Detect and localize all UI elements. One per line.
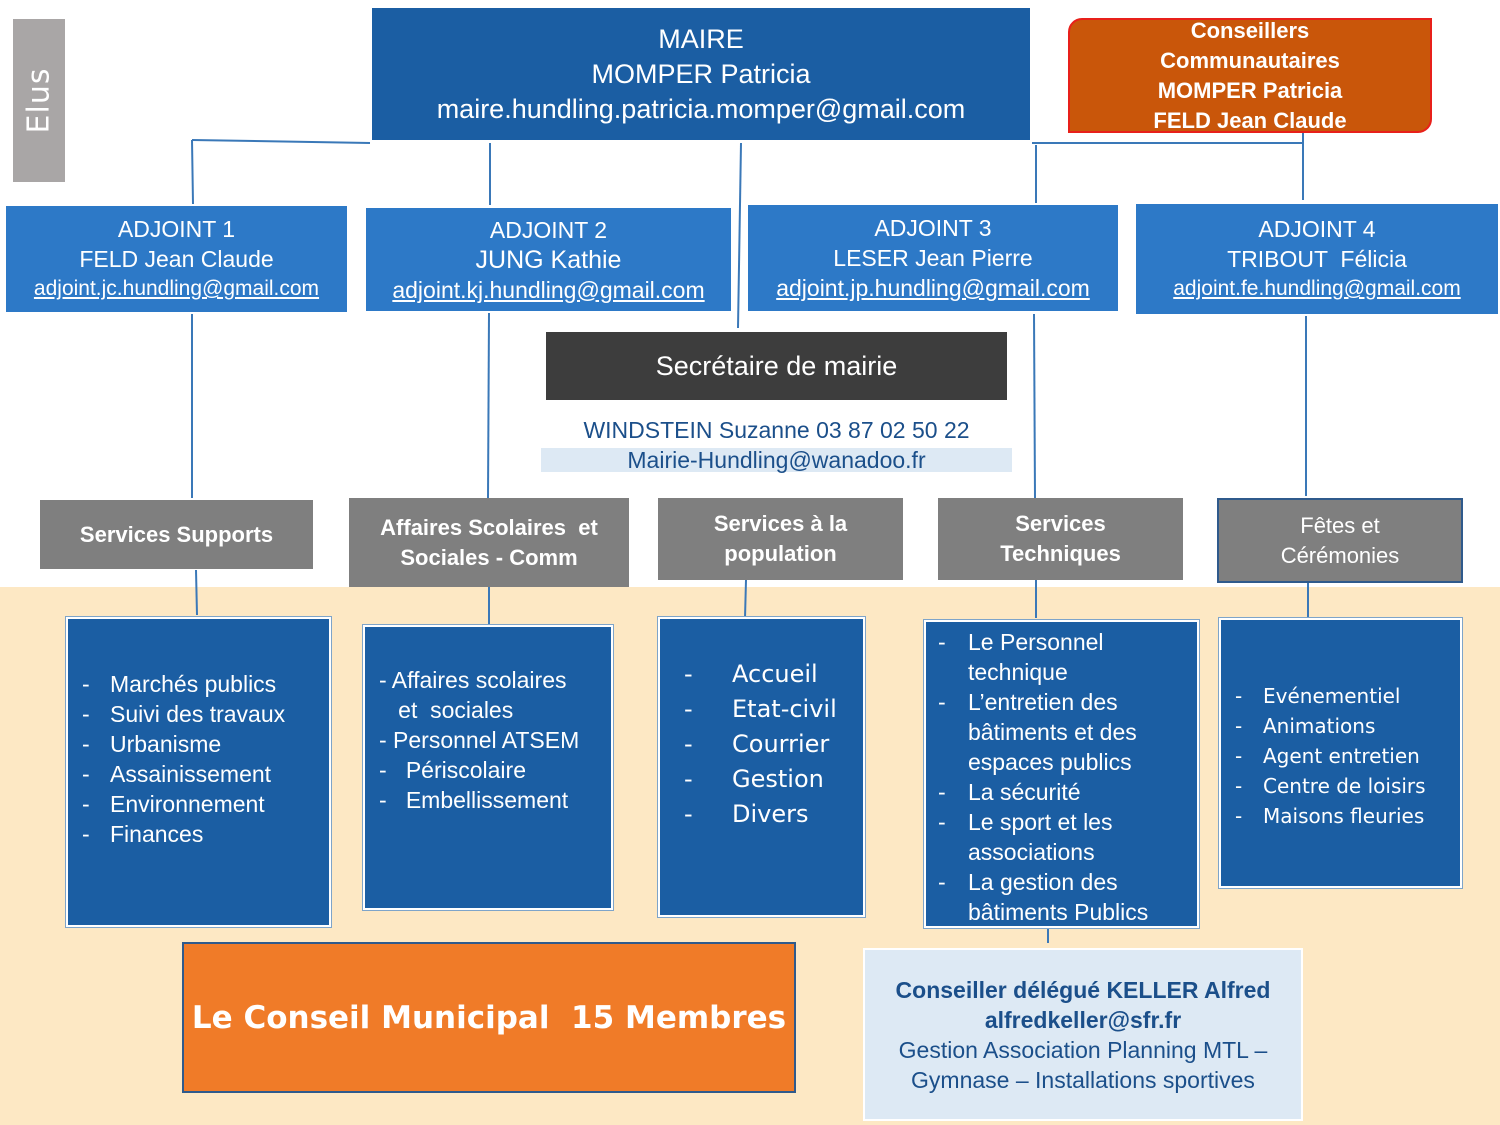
- list-item: -Suivi des travaux: [82, 701, 286, 727]
- list-item: -Gestion: [684, 765, 824, 793]
- service-population: Services à la population: [658, 498, 903, 580]
- adjoint-1-box: ADJOINT 1 FELD Jean Claude adjoint.jc.hu…: [4, 204, 349, 314]
- adjoint-4-title: ADJOINT 4: [1258, 216, 1376, 242]
- maire-email: maire.hundling.patricia.momper@gmail.com: [436, 93, 966, 124]
- list-item: -Le sport et les: [938, 809, 1113, 835]
- list-item: - Périscolaire: [379, 757, 526, 783]
- list-item: espaces publics: [968, 749, 1132, 775]
- service-supports-label: Services Supports: [79, 521, 274, 547]
- list-item: technique: [968, 659, 1068, 685]
- adjoint-2-email[interactable]: adjoint.kj.hundling@gmail.com: [392, 276, 705, 303]
- list-item: -L’entretien des: [938, 689, 1118, 715]
- cc-line2: Communautaires: [1160, 47, 1340, 73]
- list-scolaires: - Affaires scolaires et sociales - Perso…: [363, 625, 613, 910]
- list-item: - Embellissement: [379, 787, 569, 813]
- adjoint-4-email[interactable]: adjoint.fe.hundling@gmail.com: [1173, 277, 1461, 300]
- secretaire-box: Secrétaire de mairie: [546, 332, 1007, 400]
- list-fetes: -Evénementiel -Animations -Agent entreti…: [1219, 618, 1462, 888]
- list-item: -Marchés publics: [82, 671, 277, 697]
- list-item: -Courrier: [684, 730, 830, 758]
- list-population: -Accueil -Etat-civil -Courrier -Gestion …: [658, 617, 865, 917]
- maire-box: MAIRE MOMPER Patricia maire.hundling.pat…: [372, 8, 1030, 140]
- list-item: -Centre de loisirs: [1235, 774, 1426, 798]
- adjoint-1-title: ADJOINT 1: [117, 216, 236, 242]
- adjoint-2-title: ADJOINT 2: [489, 216, 608, 243]
- service-techniques: Services Techniques: [938, 498, 1183, 580]
- list-item: -Environnement: [82, 791, 265, 817]
- conseiller-delegue-box: Conseiller délégué KELLER Alfred alfredk…: [863, 948, 1303, 1121]
- conseiller-delegue-role-1: Gestion Association Planning MTL –: [898, 1036, 1268, 1063]
- service-fetes-line2: Cérémonies: [1280, 542, 1400, 568]
- list-item: associations: [968, 839, 1095, 865]
- conseiller-delegue-email[interactable]: alfredkeller@sfr.fr: [984, 1006, 1182, 1033]
- list-item: -Divers: [684, 800, 809, 828]
- adjoint-3-email[interactable]: adjoint.jp.hundling@gmail.com: [776, 275, 1090, 301]
- service-affaires-scolaires-line1: Affaires Scolaires et: [380, 514, 598, 540]
- adjoint-2-name: JUNG Kathie: [475, 245, 622, 274]
- conseil-municipal-box: Le Conseil Municipal 15 Membres: [182, 942, 796, 1093]
- cc-line4: FELD Jean Claude: [1153, 107, 1347, 133]
- conseil-municipal-label: Le Conseil Municipal 15 Membres: [191, 999, 787, 1036]
- list-item: -Animations: [1235, 714, 1376, 738]
- service-affaires-scolaires: Affaires Scolaires et Sociales - Comm: [349, 498, 629, 587]
- list-item: -Accueil: [684, 660, 818, 688]
- list-supports: -Marchés publics -Suivi des travaux -Urb…: [66, 617, 331, 927]
- elus-label: Elus: [21, 67, 57, 134]
- adjoint-4-box: ADJOINT 4 TRIBOUT Félicia adjoint.fe.hun…: [1134, 202, 1500, 316]
- list-item: - Affaires scolaires: [379, 667, 567, 693]
- conseiller-delegue-role-2: Gymnase – Installations sportives: [911, 1066, 1255, 1093]
- service-fetes-line1: Fêtes et: [1300, 512, 1380, 538]
- service-population-line2: population: [724, 541, 837, 566]
- secretaire-email[interactable]: Mairie-Hundling@wanadoo.fr: [541, 448, 1012, 472]
- elus-tab: Elus: [13, 19, 65, 182]
- list-item: -Finances: [82, 821, 204, 847]
- adjoint-3-box: ADJOINT 3 LESER Jean Pierre adjoint.jp.h…: [746, 203, 1120, 313]
- secretaire-title: Secrétaire de mairie: [655, 350, 898, 381]
- adjoint-3-title: ADJOINT 3: [874, 215, 992, 241]
- adjoint-3-name: LESER Jean Pierre: [833, 245, 1033, 271]
- service-population-line1: Services à la: [713, 511, 848, 536]
- cc-line1: Conseillers: [1190, 17, 1310, 43]
- list-item: -Etat-civil: [684, 695, 837, 723]
- list-item: -Le Personnel: [938, 629, 1104, 655]
- adjoint-4-name: TRIBOUT Félicia: [1227, 246, 1407, 272]
- list-item: -Agent entretien: [1235, 744, 1420, 768]
- list-item: -La gestion des: [938, 869, 1118, 895]
- list-item: -Maisons fleuries: [1235, 804, 1425, 828]
- list-item: et sociales: [379, 697, 514, 723]
- adjoint-2-box: ADJOINT 2 JUNG Kathie adjoint.kj.hundlin…: [364, 206, 733, 313]
- conseillers-communautaires-box: Conseillers Communautaires MOMPER Patric…: [1068, 18, 1432, 133]
- service-supports: Services Supports: [40, 500, 313, 569]
- list-techniques: -Le Personnel technique -L’entretien des…: [924, 620, 1199, 928]
- conseiller-delegue-name: Conseiller délégué KELLER Alfred: [895, 976, 1271, 1003]
- maire-title: MAIRE: [658, 23, 744, 54]
- list-item: -Assainissement: [82, 761, 272, 787]
- service-fetes: Fêtes et Cérémonies: [1217, 498, 1463, 583]
- service-affaires-scolaires-line2: Sociales - Comm: [400, 544, 578, 570]
- secretaire-name-phone: WINDSTEIN Suzanne 03 87 02 50 22: [583, 417, 970, 443]
- maire-name: MOMPER Patricia: [591, 58, 811, 89]
- list-item: - Personnel ATSEM: [379, 727, 580, 753]
- list-item: -La sécurité: [938, 779, 1081, 805]
- cc-line3: MOMPER Patricia: [1157, 77, 1343, 103]
- adjoint-1-name: FELD Jean Claude: [79, 246, 274, 272]
- list-item: -Evénementiel: [1235, 684, 1401, 708]
- list-item: bâtiments Publics: [968, 899, 1149, 925]
- service-techniques-line1: Services: [1015, 511, 1106, 536]
- adjoint-1-email[interactable]: adjoint.jc.hundling@gmail.com: [33, 277, 320, 300]
- list-item: bâtiments et des: [968, 719, 1137, 745]
- service-techniques-line2: Techniques: [1000, 541, 1121, 566]
- list-item: -Urbanisme: [82, 731, 222, 757]
